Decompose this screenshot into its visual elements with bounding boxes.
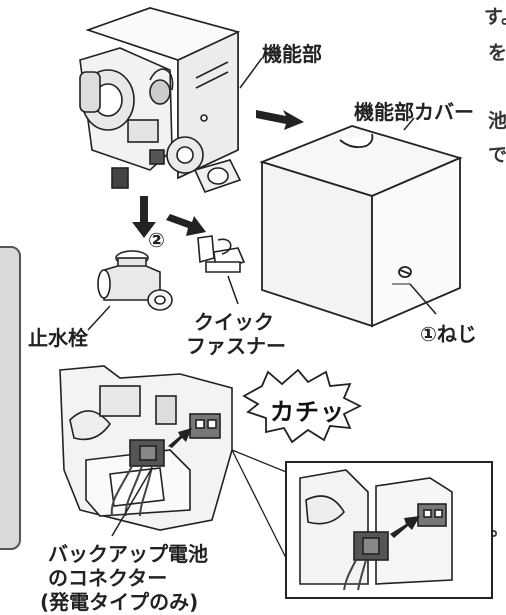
side-text-1: す。 [484, 6, 506, 28]
label-quick-fastener-1: クイック [194, 310, 274, 334]
label-stop-valve: 止水栓 [28, 326, 88, 350]
label-step-two: ② [148, 228, 165, 252]
connect-arrow-icon [168, 428, 192, 448]
label-screw: ①ねじ [420, 322, 477, 346]
right-arrow-icon [166, 214, 206, 236]
label-function-unit: 機能部 [262, 42, 322, 66]
function-unit-drawing [79, 7, 242, 193]
connector-section-drawing [59, 365, 233, 531]
stop-valve-leader [87, 305, 111, 331]
screw-leader [409, 283, 437, 315]
connector-leader [111, 467, 153, 537]
side-text-3: 池 [488, 110, 506, 132]
inset-arrow-icon [390, 516, 420, 538]
label-backup-battery-3: (発電タイプのみ) [40, 590, 199, 614]
left-gray-panel [0, 246, 21, 550]
function-unit-leader [239, 57, 263, 89]
arrow-to-cover-icon [256, 110, 304, 130]
side-text-4: で [488, 144, 506, 166]
quick-fastener-leader [227, 275, 239, 305]
label-quick-fastener-2: ファスナー [186, 334, 286, 358]
label-click-sound: カチッ [270, 398, 345, 426]
label-function-unit-cover: 機能部カバー [354, 100, 474, 124]
cover-leader [403, 117, 415, 131]
side-text-2: を [488, 42, 506, 64]
function-unit-cover-drawing [259, 125, 463, 328]
stop-valve-drawing [97, 250, 173, 311]
click-burst-icon [242, 368, 363, 444]
quick-fastener-drawing [197, 235, 246, 273]
side-text-5: 。 [490, 520, 506, 539]
label-backup-battery-2: のコネクター [48, 566, 168, 590]
label-backup-battery-1: バックアップ電池 [48, 542, 208, 566]
down-arrow-icon [132, 196, 156, 238]
detail-inset [285, 461, 493, 599]
